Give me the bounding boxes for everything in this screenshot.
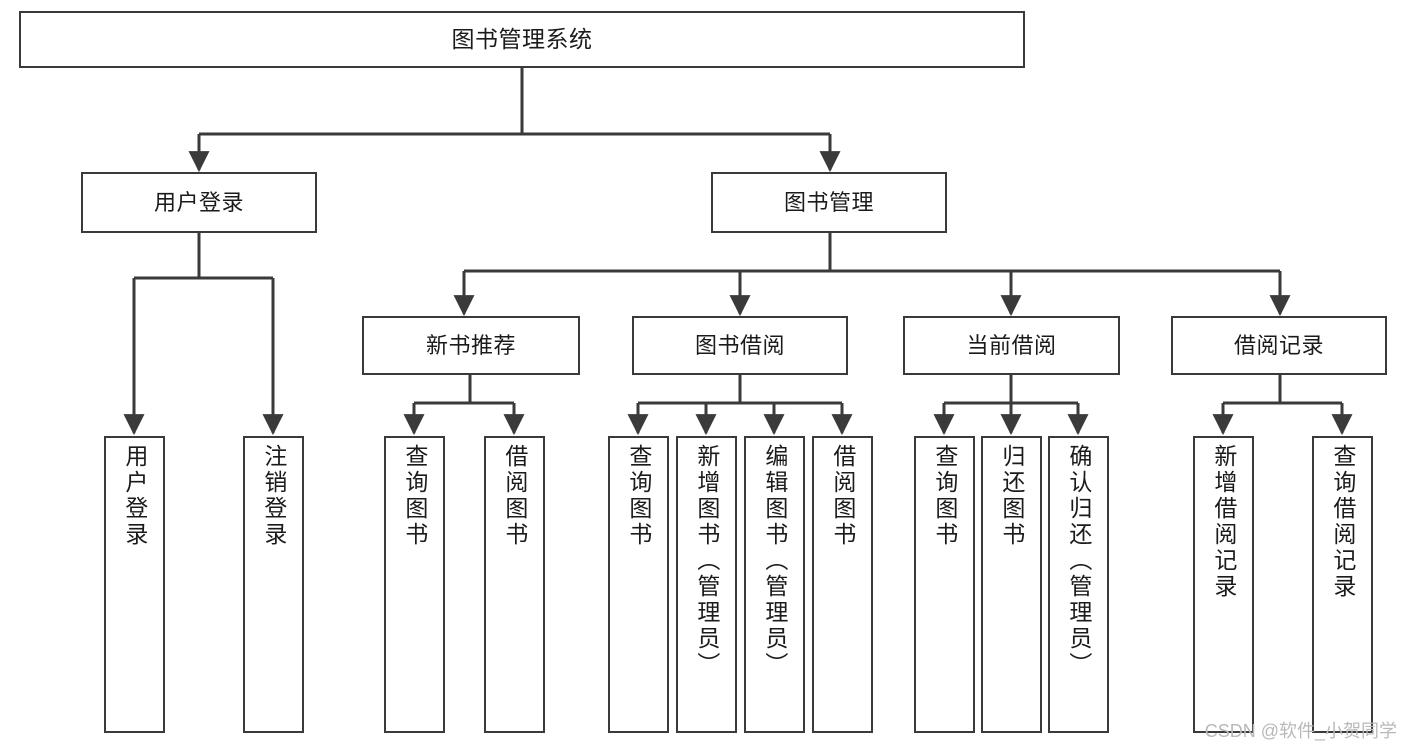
leaf-new-book-borrow-book[interactable]: 借阅图书 [484,436,545,733]
leaf-current-borrow-query-book[interactable]: 查询图书 [914,436,975,733]
node-label: 借阅图书 [829,444,856,548]
node-label: 查询借阅记录 [1329,444,1356,600]
node-label: 新增借阅记录 [1210,444,1237,600]
node-current-borrow[interactable]: 当前借阅 [903,316,1120,375]
leaf-current-borrow-confirm-return-admin[interactable]: 确认归还（管理员） [1048,436,1109,733]
node-label: 用户登录 [153,189,244,215]
node-book-borrow[interactable]: 图书借阅 [632,316,848,375]
node-label: 查询图书 [931,444,958,548]
node-label: 借阅记录 [1233,332,1324,358]
node-label: 借阅图书 [501,444,528,548]
node-label: 用户登录 [121,444,148,548]
node-label: 归还图书 [998,444,1025,548]
leaf-user-login-logout[interactable]: 注销登录 [243,436,304,733]
node-label: 确认归还（管理员） [1065,444,1092,678]
leaf-current-borrow-return-book[interactable]: 归还图书 [981,436,1042,733]
node-label: 注销登录 [260,444,287,548]
node-new-book-recommend[interactable]: 新书推荐 [362,316,580,375]
leaf-borrow-record-add-record[interactable]: 新增借阅记录 [1193,436,1254,733]
leaf-book-borrow-borrow-book[interactable]: 借阅图书 [812,436,873,733]
node-label: 新书推荐 [425,332,516,358]
node-label: 当前借阅 [966,332,1057,358]
node-label: 新增图书（管理员） [693,444,720,678]
node-book-management[interactable]: 图书管理 [711,172,947,233]
node-borrow-record[interactable]: 借阅记录 [1171,316,1387,375]
node-label: 图书管理系统 [451,26,593,53]
leaf-user-login-login[interactable]: 用户登录 [104,436,165,733]
leaf-book-borrow-add-book-admin[interactable]: 新增图书（管理员） [676,436,737,733]
node-label: 查询图书 [401,444,428,548]
node-user-login[interactable]: 用户登录 [81,172,317,233]
leaf-new-book-query-book[interactable]: 查询图书 [384,436,445,733]
node-label: 编辑图书（管理员） [761,444,788,678]
node-label: 查询图书 [625,444,652,548]
leaf-book-borrow-edit-book-admin[interactable]: 编辑图书（管理员） [744,436,805,733]
node-label: 图书借阅 [694,332,785,358]
node-label: 图书管理 [783,189,874,215]
leaf-borrow-record-query-record[interactable]: 查询借阅记录 [1312,436,1373,733]
leaf-book-borrow-query-book[interactable]: 查询图书 [608,436,669,733]
node-root-book-management-system[interactable]: 图书管理系统 [19,11,1025,68]
watermark-text: CSDN @软件_小贺同学 [1204,721,1397,741]
